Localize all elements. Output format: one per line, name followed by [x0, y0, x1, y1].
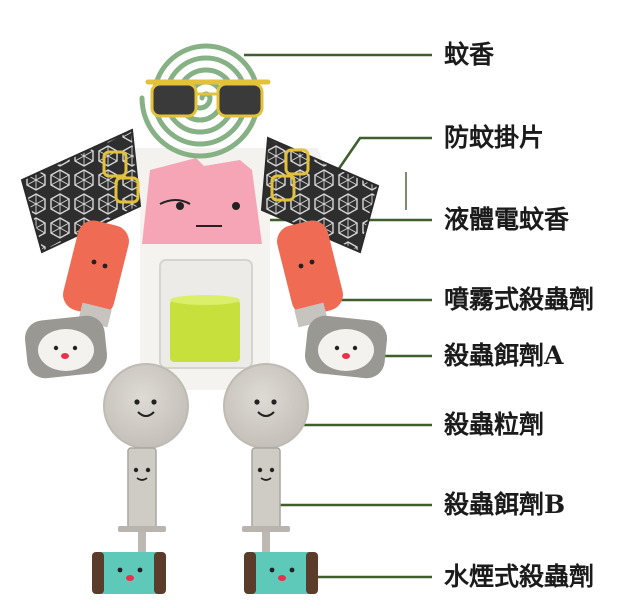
pink-head [142, 158, 262, 244]
label-spray-insecticide: 噴霧式殺蟲劑 [444, 285, 595, 314]
anti-mosquito-tablet-left [20, 128, 142, 254]
bait-a-hand-left [24, 315, 108, 379]
bait-b-syringe-right [242, 447, 290, 554]
label-insecticide-granules: 殺蟲粒劑 [444, 410, 545, 439]
spray-can-arm-left [63, 220, 129, 328]
label-insecticide-bait-a: 殺蟲餌劑A [444, 341, 564, 370]
shoulder-glasses-right [270, 148, 310, 202]
sunglasses [145, 79, 271, 118]
leader-line-anti-mosquito-tablet [336, 136, 432, 171]
granule-plate-right [223, 363, 309, 449]
label-water-smoke-insecticide: 水煙式殺蟲劑 [444, 562, 595, 591]
label-insecticide-bait-b: 殺蟲餌劑B [444, 490, 566, 519]
granule-plate-left [103, 363, 189, 449]
water-smoke-foot-left [92, 552, 166, 594]
liquid-repellent-bottle [159, 259, 253, 369]
bait-a-hand-right [304, 315, 388, 379]
shoulder-glasses-left [102, 150, 140, 204]
anti-mosquito-tablet-right [260, 136, 380, 254]
label-anti-mosquito-tablet: 防蚊掛片 [444, 123, 545, 152]
label-liquid-mosquito-repellent: 液體電蚊香 [444, 205, 570, 234]
bait-b-syringe-left [118, 447, 166, 554]
label-mosquito-coil: 蚊香 [444, 40, 495, 69]
water-smoke-foot-right [244, 552, 318, 594]
